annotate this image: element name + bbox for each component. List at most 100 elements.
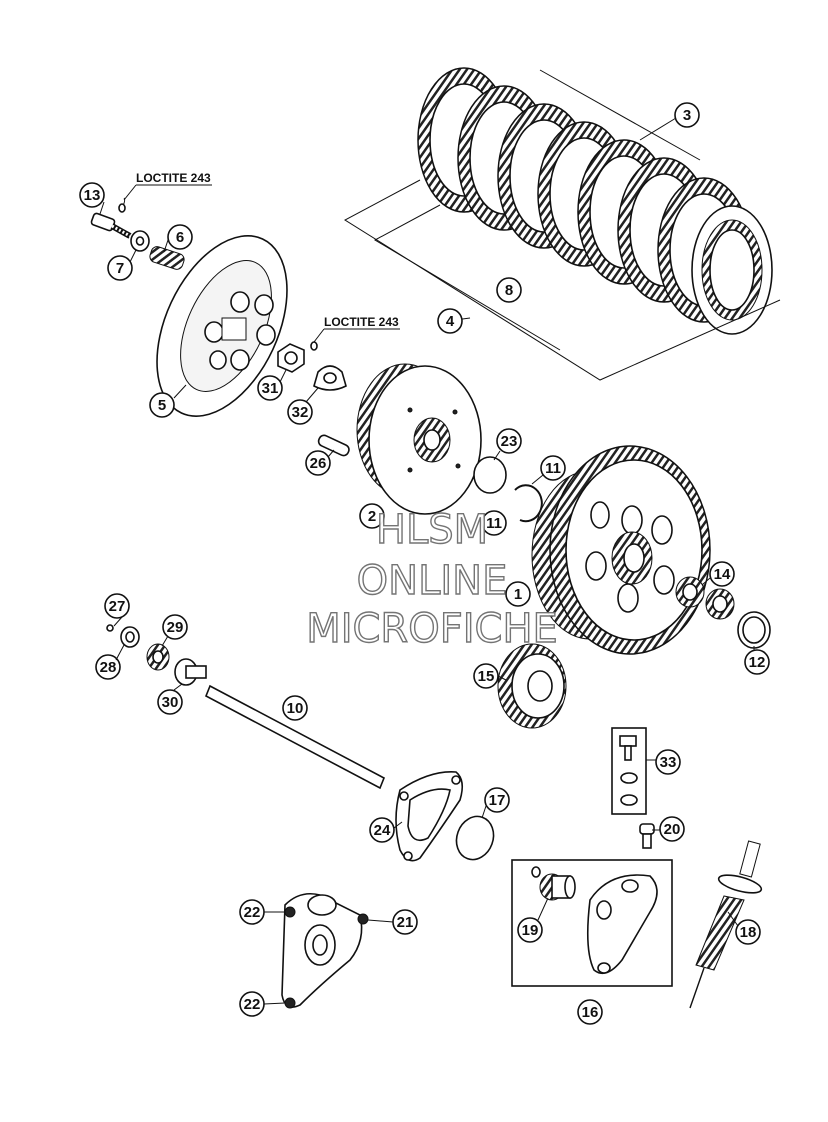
callout-5: 5 xyxy=(149,392,175,418)
ring-23 xyxy=(473,456,507,494)
svg-text:29: 29 xyxy=(167,619,184,636)
svg-text:30: 30 xyxy=(162,694,179,711)
svg-text:4: 4 xyxy=(446,313,455,330)
clutch-disc-stack xyxy=(344,67,781,381)
callout-18: 18 xyxy=(735,919,761,945)
callout-7: 7 xyxy=(107,255,133,281)
svg-text:MICROFICHE: MICROFICHE xyxy=(306,606,558,652)
thrust-washer-12 xyxy=(737,611,771,649)
svg-text:24: 24 xyxy=(374,822,391,839)
svg-text:2: 2 xyxy=(368,508,376,525)
callout-22a: 22 xyxy=(239,899,265,925)
pressure-plate-5 xyxy=(156,235,288,417)
callout-1: 1 xyxy=(505,581,531,607)
loctite-note-a: LOCTITE 243 xyxy=(123,171,212,201)
svg-text:HLSM: HLSM xyxy=(376,507,488,553)
ball-27 xyxy=(106,624,114,632)
svg-text:13: 13 xyxy=(84,187,101,204)
leader-lines xyxy=(99,201,755,1005)
svg-text:28: 28 xyxy=(100,659,117,676)
svg-text:14: 14 xyxy=(714,566,731,583)
svg-text:20: 20 xyxy=(664,821,681,838)
watermark: HLSM ONLINE MICROFICHE xyxy=(305,506,558,652)
svg-text:26: 26 xyxy=(310,455,327,472)
svg-text:LOCTITE 243: LOCTITE 243 xyxy=(324,315,399,329)
callout-12: 12 xyxy=(744,649,770,675)
callout-6: 6 xyxy=(167,224,193,250)
callout-8: 8 xyxy=(496,277,522,303)
o-ring-17 xyxy=(455,815,495,861)
callout-19: 19 xyxy=(517,917,543,943)
gear-15 xyxy=(497,643,567,729)
callout-29: 29 xyxy=(162,614,188,640)
callout-16: 16 xyxy=(577,999,603,1025)
screw-hole-22 xyxy=(284,997,296,1009)
svg-text:22: 22 xyxy=(244,904,261,921)
svg-text:33: 33 xyxy=(660,754,677,771)
callout-28: 28 xyxy=(95,654,121,680)
svg-text:LOCTITE 243: LOCTITE 243 xyxy=(136,171,211,185)
callout-23: 23 xyxy=(496,428,522,454)
callout-4: 4 xyxy=(437,308,463,334)
screw-hole-21 xyxy=(357,913,369,925)
svg-text:3: 3 xyxy=(683,107,691,124)
stack-bracket-4 xyxy=(344,179,781,381)
inner-hub-2 xyxy=(356,363,482,515)
svg-text:17: 17 xyxy=(489,792,506,809)
clutch-disc-last xyxy=(691,205,773,335)
callout-31: 31 xyxy=(257,375,283,401)
callout-11a: 11 xyxy=(540,455,566,481)
push-rod-10 xyxy=(204,684,386,790)
callout-33: 33 xyxy=(655,749,681,775)
svg-text:10: 10 xyxy=(287,700,304,717)
callout-14: 14 xyxy=(709,561,735,587)
screw-13 xyxy=(90,212,132,239)
syringe-18 xyxy=(689,840,763,1009)
bleed-screw-20 xyxy=(639,823,655,849)
bleed-screw-kit-33 xyxy=(611,727,656,815)
callout-13: 13 xyxy=(79,182,105,208)
loctite-note-b: LOCTITE 243 xyxy=(313,315,400,343)
svg-text:16: 16 xyxy=(582,1004,599,1021)
callout-26: 26 xyxy=(305,450,331,476)
svg-text:1: 1 xyxy=(514,586,522,603)
washer-28 xyxy=(120,626,140,648)
svg-text:23: 23 xyxy=(501,433,518,450)
callout-15: 15 xyxy=(473,663,499,689)
svg-text:32: 32 xyxy=(292,404,309,421)
washer-7 xyxy=(130,230,150,252)
spring-6 xyxy=(149,246,185,270)
pin-26 xyxy=(317,434,350,457)
svg-text:21: 21 xyxy=(397,914,414,931)
callout-10: 10 xyxy=(282,695,308,721)
callout-11b: 11 xyxy=(481,510,507,536)
svg-text:18: 18 xyxy=(740,924,757,941)
svg-text:8: 8 xyxy=(505,282,513,299)
callout-30: 30 xyxy=(157,689,183,715)
svg-text:5: 5 xyxy=(158,397,166,414)
stack-bracket-8 xyxy=(373,204,561,351)
nut-31 xyxy=(277,343,305,373)
needle-bearing-14 xyxy=(675,576,735,620)
stack-bracket-3 xyxy=(539,69,701,161)
callout-27: 27 xyxy=(104,593,130,619)
svg-text:11: 11 xyxy=(486,515,502,532)
svg-text:27: 27 xyxy=(109,598,126,615)
svg-text:31: 31 xyxy=(262,380,279,397)
svg-text:ONLINE: ONLINE xyxy=(357,558,508,604)
callout-2: 2 xyxy=(359,503,385,529)
callout-3: 3 xyxy=(674,102,700,128)
gasket-24 xyxy=(395,771,464,862)
circlip-11 xyxy=(514,484,543,523)
callout-32: 32 xyxy=(287,399,313,425)
svg-text:11: 11 xyxy=(545,460,561,477)
svg-text:7: 7 xyxy=(116,260,124,277)
svg-text:19: 19 xyxy=(522,922,539,939)
svg-text:15: 15 xyxy=(478,668,495,685)
pressure-piece-30 xyxy=(174,658,207,686)
lock-washer-32 xyxy=(313,365,347,391)
svg-text:6: 6 xyxy=(176,229,184,246)
clutch-basket-1 xyxy=(531,445,711,655)
callout-22b: 22 xyxy=(239,991,265,1017)
